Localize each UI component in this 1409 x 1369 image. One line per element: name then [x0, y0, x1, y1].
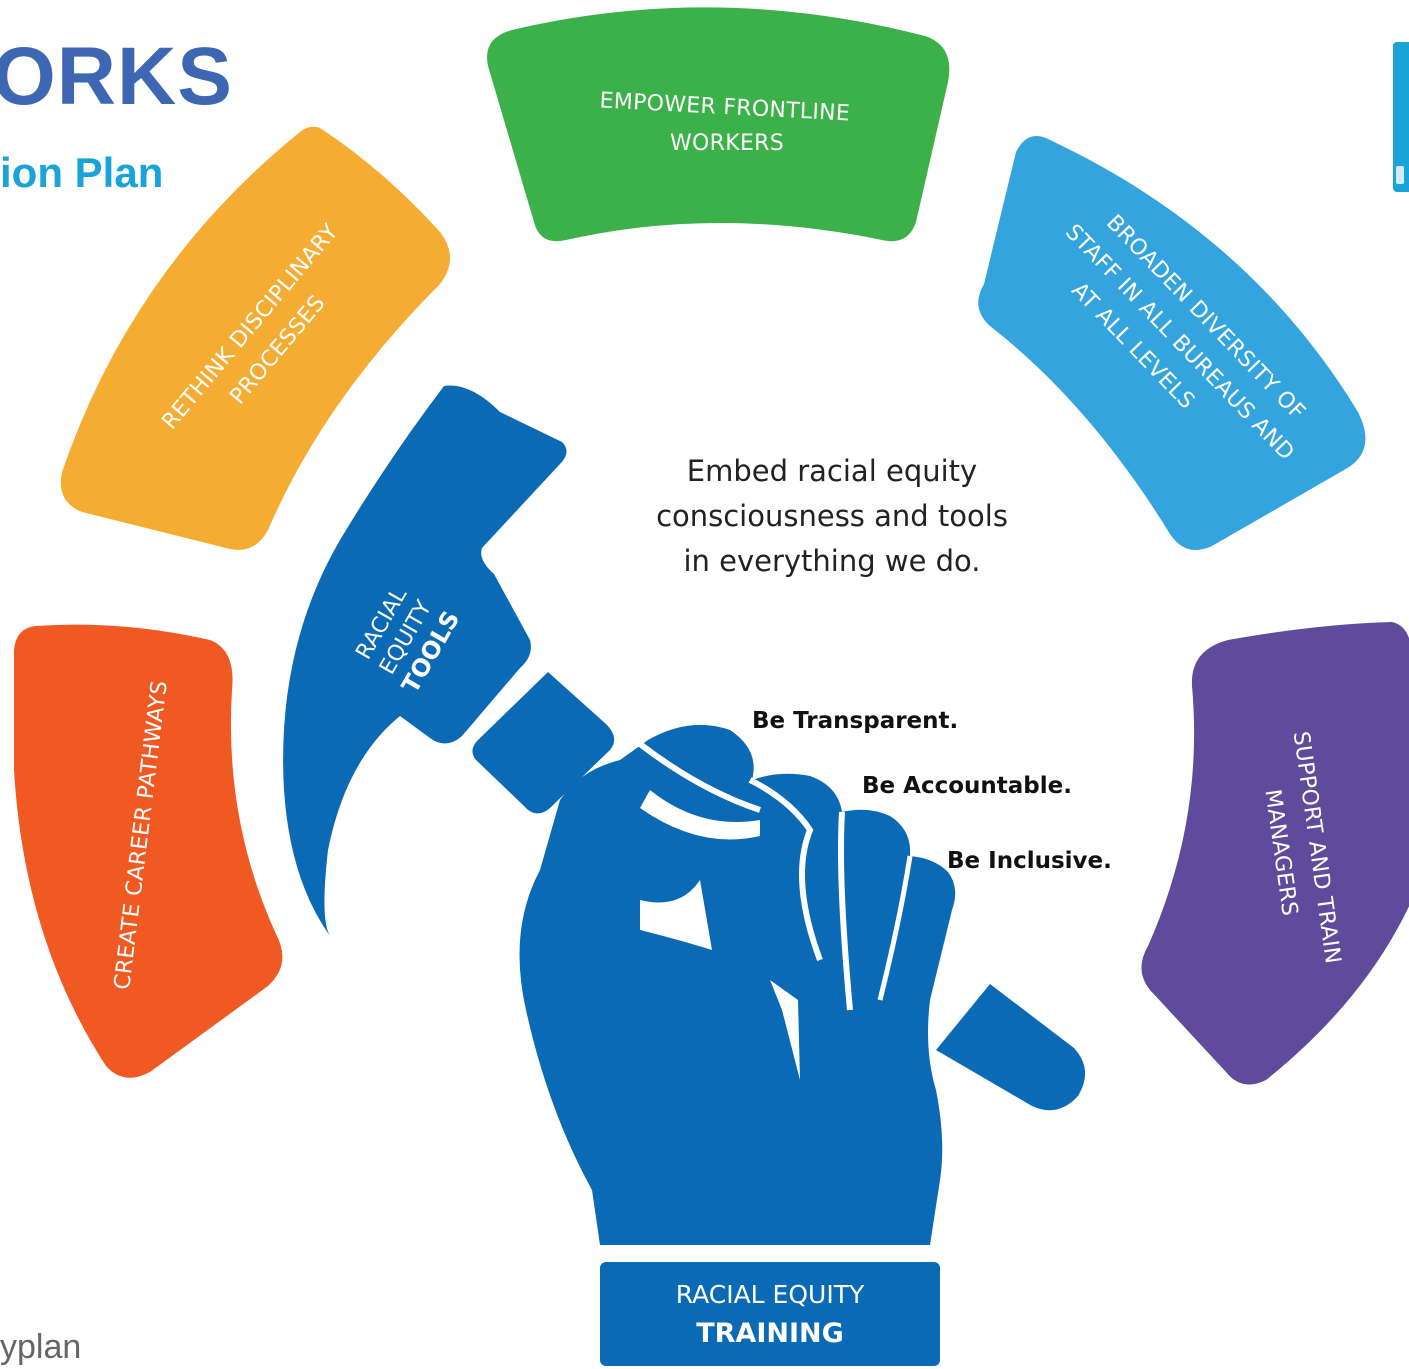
fist-highlight [640, 790, 760, 840]
fist-crease-1 [638, 741, 761, 813]
fist-knuckle-gap [770, 980, 800, 1080]
page-title: ORKS [0, 31, 233, 122]
value-transparent: Be Transparent. [752, 708, 958, 734]
hammer-handle-upper [472, 672, 615, 814]
fist-shape [519, 724, 956, 1245]
footer-link-fragment: yplan [0, 1328, 82, 1366]
segment-career: CREATE CAREER PATHWAYS [14, 624, 283, 1078]
training-box-line2: TRAINING [696, 1318, 844, 1349]
values-list: Be Transparent. Be Accountable. Be Inclu… [752, 708, 1112, 874]
fist-thumb-gap [640, 880, 712, 950]
hammer-handle-lower [936, 984, 1086, 1111]
training-box-shape [600, 1262, 940, 1366]
value-accountable: Be Accountable. [862, 773, 1072, 799]
hammer-head [283, 385, 567, 936]
segment-support: SUPPORT AND TRAIN MANAGERS [1141, 622, 1409, 1085]
corner-logo [1393, 42, 1409, 192]
fist-crease-2 [748, 777, 823, 962]
center-line-1: Embed racial equity [687, 454, 977, 488]
corner-logo-mark-icon [1396, 166, 1404, 184]
training-box-line1: RACIAL EQUITY [676, 1280, 865, 1309]
center-line-3: in everything we do. [683, 544, 980, 578]
segment-empower-line2: WORKERS [670, 131, 784, 156]
center-statement: Embed racial equity consciousness and to… [656, 454, 1008, 578]
hammer: RACIAL EQUITY TOOLS [283, 385, 1086, 1111]
segment-empower: EMPOWER FRONTLINE WORKERS [487, 7, 950, 242]
segment-broaden-shape [978, 136, 1366, 550]
center-line-2: consciousness and tools [656, 499, 1008, 533]
value-inclusive: Be Inclusive. [947, 848, 1112, 874]
segment-career-shape [14, 624, 283, 1078]
fist [519, 724, 956, 1245]
segment-broaden: BROADEN DIVERSITY OF STAFF IN ALL BUREAU… [978, 136, 1366, 550]
segment-support-shape [1141, 622, 1409, 1085]
segment-rethink-shape [60, 126, 450, 550]
segment-rethink: RETHINK DISCIPLINARY PROCESSES [60, 126, 450, 550]
page-subtitle: ion Plan [0, 149, 164, 196]
training-box: RACIAL EQUITY TRAINING [600, 1262, 940, 1366]
fist-crease-4 [877, 855, 913, 1001]
segment-empower-shape [487, 7, 950, 242]
fist-crease-3 [838, 811, 853, 1011]
